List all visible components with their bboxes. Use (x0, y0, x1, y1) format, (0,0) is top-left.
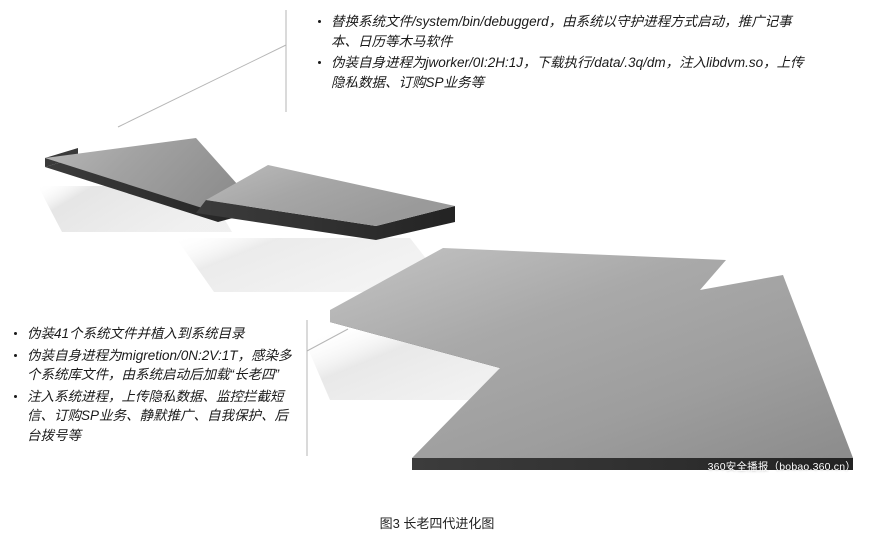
stage-1-top-face (45, 138, 255, 213)
shadow-stage-2 (176, 238, 452, 292)
stage-1-slab (45, 138, 255, 222)
annotation-bottom-bullet-2: 伪装自身进程为migretion/0N:2V:1T，感染多个系统库文件，由系统启… (12, 346, 294, 385)
watermark: 360安全播报（bobao.360.cn） (707, 461, 856, 473)
annotation-top-bullet-1: 替换系统文件/system/bin/debuggerd，由系统以守护进程方式启动… (316, 12, 814, 51)
annotation-top: 替换系统文件/system/bin/debuggerd，由系统以守护进程方式启动… (316, 12, 814, 94)
stage-2-edge (196, 200, 455, 240)
annotation-bottom-bullet-1: 伪装41个系统文件并植入到系统目录 (12, 324, 294, 344)
annotation-bottom-bullet-3: 注入系统进程，上传隐私数据、监控拦截短信、订购SP业务、静默推广、自我保护、后台… (12, 387, 294, 446)
annotation-top-bullet-2: 伪装自身进程为jworker/0I:2H:1J，下载执行/data/.3q/dm… (316, 53, 814, 92)
leader-lines (117, 10, 349, 456)
annotation-top-list: 替换系统文件/system/bin/debuggerd，由系统以守护进程方式启动… (316, 12, 814, 92)
stage-3-top-face (330, 248, 853, 458)
figure-caption: 图3 长老四代进化图 (379, 516, 495, 531)
annotation-bottom: 伪装41个系统文件并植入到系统目录 伪装自身进程为migretion/0N:2V… (12, 324, 294, 447)
leader-bottom-diagonal (306, 328, 349, 352)
stage-3-edge-front (412, 458, 853, 470)
stage-3-arrow (330, 248, 853, 470)
stage-2-top-face (206, 165, 455, 226)
stage-2-slab (196, 165, 455, 240)
leader-top-diagonal (117, 44, 287, 128)
annotation-bottom-list: 伪装41个系统文件并植入到系统目录 伪装自身进程为migretion/0N:2V… (12, 324, 294, 445)
